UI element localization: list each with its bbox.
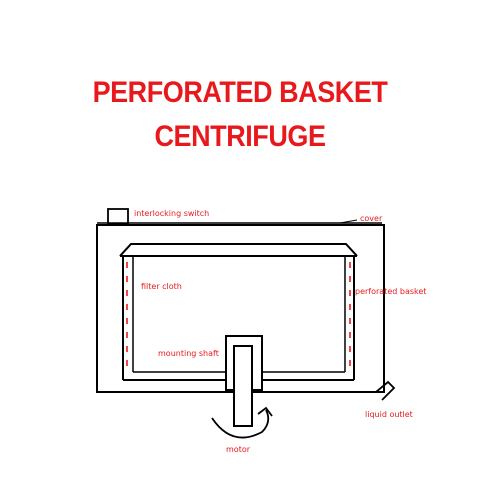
- label-perforated-basket: perforated basket: [355, 287, 426, 296]
- motor-rotation-arrow: [211, 409, 270, 439]
- label-liquid-outlet: liquid outlet: [365, 410, 413, 419]
- label-interlocking-switch: interlocking switch: [134, 209, 209, 218]
- label-motor: motor: [226, 445, 251, 454]
- label-cover: cover: [360, 214, 383, 223]
- basket-rim: [119, 243, 358, 257]
- diagram-title-line1: PERFORATED BASKET: [92, 76, 388, 109]
- motor-arrow-head: [257, 406, 273, 417]
- label-filter-cloth: filter cloth: [141, 282, 182, 291]
- interlocking-switch-box: [107, 208, 129, 225]
- mounting-shaft: [233, 345, 253, 427]
- liquid-outlet-pipe: [375, 380, 396, 401]
- label-mounting-shaft: mounting shaft: [158, 349, 219, 358]
- diagram-title-line2: CENTRIFUGE: [154, 120, 326, 153]
- cover-leader: [339, 219, 358, 224]
